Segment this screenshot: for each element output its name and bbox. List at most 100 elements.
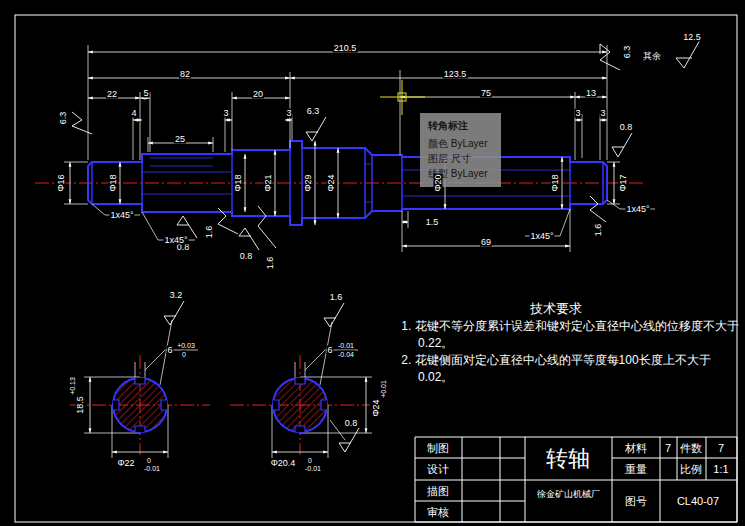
dimension-text: +0.01 xyxy=(380,379,387,399)
chamfer-note: 1x45° xyxy=(625,205,650,214)
dimension-text: 3 xyxy=(285,109,292,118)
title-block-cell: 描图 xyxy=(426,486,450,497)
dimension-text: -0.01 xyxy=(337,342,355,349)
dimension-text: Φ17 xyxy=(619,173,628,192)
chamfer-note: 1x45° xyxy=(529,232,554,241)
dimension-text: Φ16 xyxy=(57,173,66,192)
technical-note: 其余 xyxy=(642,52,662,61)
dimension-text: 4 xyxy=(130,109,137,118)
dimension-text: 69 xyxy=(480,238,492,247)
dimension-text: 6 xyxy=(326,346,333,355)
dimension-line xyxy=(272,452,328,453)
dimension-text: +0.03 xyxy=(176,342,196,349)
dimension-text: -0.01 xyxy=(143,465,161,472)
roughness-value: 6.3 xyxy=(306,107,321,116)
roughness-value: 0.8 xyxy=(619,123,634,132)
title-block-cell: 转轴 xyxy=(545,448,591,470)
cad-cursor xyxy=(398,93,406,101)
roughness-value: 6.3 xyxy=(623,45,632,60)
dimension-text: Φ29 xyxy=(304,173,313,192)
roughness-value: 6.3 xyxy=(59,111,68,126)
dimension-text: Φ24 xyxy=(327,173,336,192)
sheet-border xyxy=(15,15,737,522)
dimension-text: Φ20.4 xyxy=(270,459,297,468)
dimension-text: 5 xyxy=(142,89,149,98)
dimension-text: Φ20 xyxy=(434,173,443,192)
dimension-text: 123.5 xyxy=(443,70,468,79)
title-block-cell: 7 xyxy=(664,443,672,454)
dimension-text: Φ24 xyxy=(372,398,381,417)
dimension-text: 13 xyxy=(585,89,597,98)
dimension-text: -0.01 xyxy=(304,465,322,472)
dimension-text: 3 xyxy=(574,109,581,118)
dimension-text: +0.13 xyxy=(69,376,76,396)
property-popup: 转角标注颜色 ByLayer图层 尺寸线型 ByLayer xyxy=(420,113,501,187)
title-block-cell: 7 xyxy=(717,443,725,454)
title-block-cell: 1:1 xyxy=(712,464,729,475)
chamfer-note: 1x45° xyxy=(163,236,188,245)
dimension-line xyxy=(402,222,408,223)
dimension-line xyxy=(275,150,276,216)
dimension-line xyxy=(315,141,316,225)
title-block-cell: 图号 xyxy=(624,496,648,507)
spline-tooth xyxy=(113,378,327,432)
dimension-line xyxy=(133,120,142,121)
roughness-value: 1.6 xyxy=(266,256,275,271)
dimension-line xyxy=(90,377,91,433)
dimension-text: Φ18 xyxy=(109,173,118,192)
dimension-text: Φ22 xyxy=(116,459,135,468)
dimension-line xyxy=(614,162,615,204)
popup-row: 颜色 ByLayer xyxy=(428,136,491,151)
dimension-line xyxy=(245,154,246,212)
popup-title: 转角标注 xyxy=(428,118,491,133)
note-heading: 技术要求 xyxy=(529,302,583,315)
dimension-text: 82 xyxy=(179,70,191,79)
roughness-value: 1.6 xyxy=(329,293,344,302)
dimension-text: 1.5 xyxy=(425,218,440,227)
title-block-cell: 件数 xyxy=(679,443,703,454)
dimension-line xyxy=(112,452,168,453)
dimension-line xyxy=(562,157,563,209)
dimension-line xyxy=(575,120,582,121)
title-block-cell: CL40-07 xyxy=(676,496,720,507)
cad-cursor xyxy=(380,80,425,115)
technical-note: 1. 花键不等分度累计误差和键对定心直径中心线的位移度不大于0.22。 xyxy=(401,318,741,352)
popup-row: 图层 尺寸 xyxy=(428,151,491,166)
roughness-value: 0.8 xyxy=(344,419,359,428)
title-block-cell: 设计 xyxy=(426,464,450,475)
dimension-text: 18.5 xyxy=(76,395,85,415)
dimension-text: 22 xyxy=(106,90,118,99)
title-block-grid xyxy=(415,437,737,522)
dimension-text: 25 xyxy=(174,135,186,144)
dimension-text: Φ18 xyxy=(234,173,243,192)
roughness-value: 1.6 xyxy=(594,223,603,238)
dimension-text: 20 xyxy=(252,90,264,99)
roughness-value: 1.6 xyxy=(205,225,214,240)
dimension-text: 3 xyxy=(222,109,229,118)
dimension-text: 0 xyxy=(307,457,313,464)
section-view xyxy=(113,378,167,432)
spline-line xyxy=(142,158,570,202)
title-block-cell: 制图 xyxy=(426,443,450,454)
dimension-text: Φ21 xyxy=(264,173,273,192)
dimension-text: 0 xyxy=(146,457,152,464)
section-view xyxy=(273,378,327,432)
dimension-text: 210.5 xyxy=(333,44,358,53)
dimension-line xyxy=(285,120,292,121)
shaft-outline xyxy=(88,141,607,225)
technical-note: 2. 花键侧面对定心直径中心线的平等度每100长度上不大于0.02。 xyxy=(401,352,741,386)
roughness-symbol xyxy=(72,40,700,452)
dimension-line xyxy=(600,120,607,121)
roughness-value: 12.5 xyxy=(682,33,702,42)
dimension-line xyxy=(120,162,121,204)
dimension-line xyxy=(140,98,150,99)
shaft-step-line xyxy=(92,148,603,218)
dimension-lines xyxy=(70,52,614,452)
dimension-text: 0 xyxy=(181,351,187,358)
title-block-cell: 材料 xyxy=(624,443,648,454)
chamfer-note: 1x45° xyxy=(109,211,134,220)
roughness-value: 3.2 xyxy=(169,291,184,300)
dimension-text: 75 xyxy=(480,89,492,98)
dimension-text: -0.04 xyxy=(337,351,355,358)
